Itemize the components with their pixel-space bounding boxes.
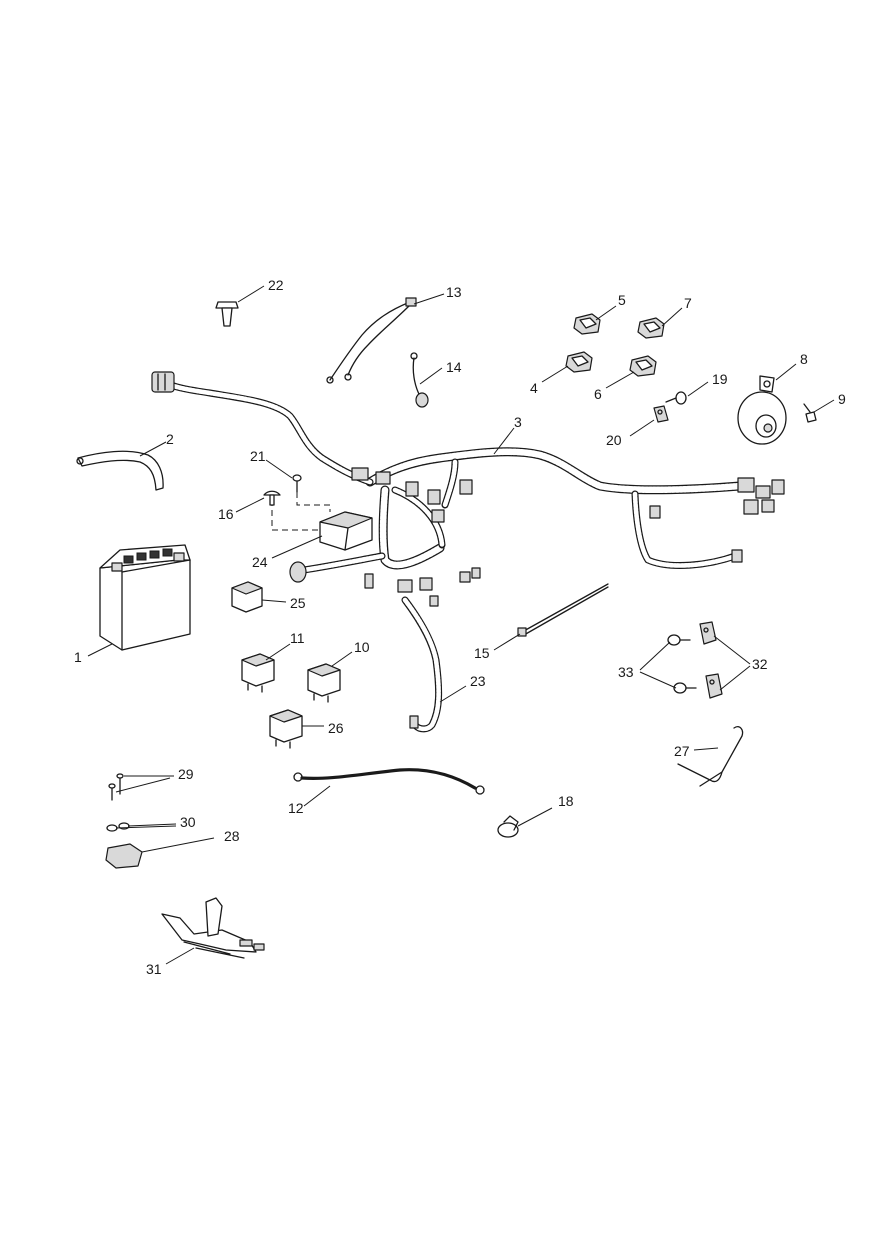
callout-1: 1 [74, 649, 82, 665]
callout-13: 13 [446, 284, 462, 300]
fuse-holder-6 [629, 355, 657, 377]
control-unit [271, 492, 373, 551]
callout-20: 20 [606, 432, 622, 448]
screw-29-b [108, 783, 116, 801]
screw-33-lower [673, 682, 697, 694]
callout-3: 3 [514, 414, 522, 430]
callout-8: 8 [800, 351, 808, 367]
screw-19 [665, 391, 687, 405]
washer-30 [106, 822, 130, 832]
callout-11: 11 [290, 630, 305, 646]
callout-29: 29 [178, 766, 194, 782]
cable-tie [517, 583, 609, 637]
callout-19: 19 [712, 371, 728, 387]
battery-strap [76, 450, 164, 491]
callout-32: 32 [752, 656, 768, 672]
screw-33-upper [667, 634, 691, 646]
fuse-holder-5 [573, 313, 601, 335]
callout-16: 16 [218, 506, 234, 522]
callout-30: 30 [180, 814, 196, 830]
relay-25 [231, 581, 263, 613]
wire-bracket [677, 726, 744, 787]
callout-labels: 1 2 3 4 5 6 7 8 9 10 11 12 13 14 15 16 1… [74, 277, 846, 977]
callout-26: 26 [328, 720, 344, 736]
callout-25: 25 [290, 595, 306, 611]
callout-5: 5 [618, 292, 626, 308]
callout-31: 31 [146, 961, 162, 977]
grommet-18 [497, 815, 519, 838]
main-wiring-harness [151, 371, 785, 607]
callout-21: 21 [250, 448, 266, 464]
callout-6: 6 [594, 386, 602, 402]
mounting-bracket [161, 897, 265, 959]
callout-23: 23 [470, 673, 486, 689]
callout-7: 7 [684, 295, 692, 311]
callout-15: 15 [474, 645, 490, 661]
bolt-9 [803, 403, 817, 423]
callout-12: 12 [288, 800, 304, 816]
callout-28: 28 [224, 828, 240, 844]
clip-32-lower [705, 673, 723, 699]
screw-21 [292, 474, 302, 493]
push-rivet [215, 301, 239, 327]
relay-11 [241, 653, 275, 693]
callout-9: 9 [838, 391, 846, 407]
callout-14: 14 [446, 359, 462, 375]
callout-33: 33 [618, 664, 634, 680]
rivet-16 [263, 490, 281, 506]
callout-18: 18 [558, 793, 574, 809]
callout-4: 4 [530, 380, 538, 396]
horn [737, 375, 787, 445]
clip-20 [653, 405, 669, 423]
earth-cable [293, 768, 485, 795]
sub-harness [401, 596, 443, 733]
callout-27: 27 [674, 743, 690, 759]
leader-lines [87, 285, 835, 965]
callout-22: 22 [268, 277, 284, 293]
callout-24: 24 [252, 554, 268, 570]
callout-10: 10 [354, 639, 370, 655]
battery [99, 544, 191, 651]
fuse-holder-4 [565, 351, 593, 373]
lead-14 [410, 352, 429, 408]
lead-13 [326, 297, 417, 384]
relay-10 [307, 663, 341, 703]
callout-2: 2 [166, 431, 174, 447]
terminal-cover-28 [105, 843, 143, 869]
fuse-holder-7 [637, 317, 665, 339]
relay-26 [269, 709, 303, 749]
clip-32-upper [699, 621, 717, 645]
